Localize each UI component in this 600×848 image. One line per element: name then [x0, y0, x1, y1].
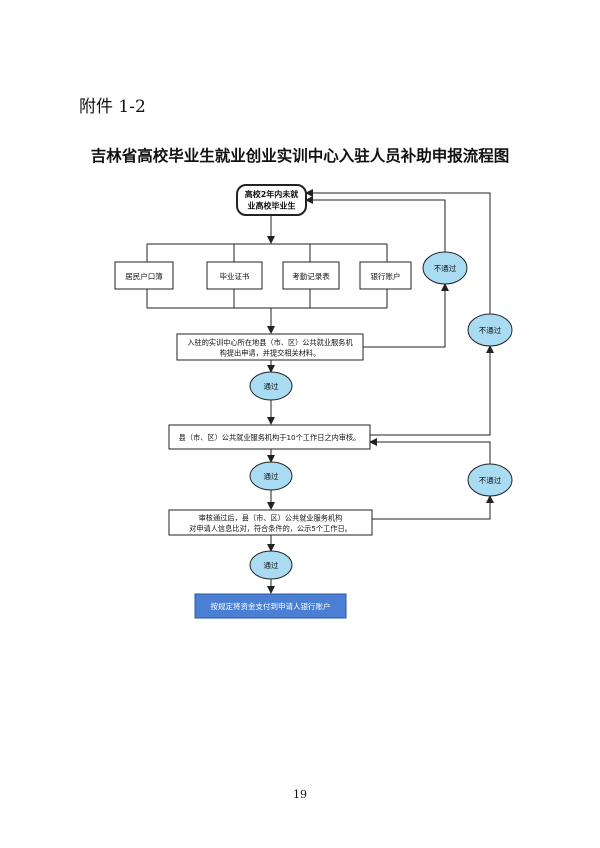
annex-label: 附件 1-2	[79, 97, 146, 117]
doc-box-diploma	[206, 261, 263, 290]
pass-label-1: 通过	[264, 381, 279, 391]
fail-oval-2	[467, 313, 513, 347]
publicize-box-line2: 对申请人信息比对，符合条件的，公示5个工作日。	[189, 524, 352, 533]
fail-label-1: 不通过	[434, 263, 457, 273]
page-number: 19	[293, 788, 307, 801]
start-node-line1: 高校2年内未就	[245, 189, 299, 199]
doc-box-bank-account	[359, 261, 412, 290]
doc-label-bank-account: 银行账户	[371, 271, 401, 281]
doc-box-household-register	[114, 261, 174, 290]
publicize-box	[168, 509, 373, 536]
apply-box-line1: 入驻的实训中心所在地县（市、区）公共就业服务机	[187, 338, 353, 347]
final-box-text: 按规定将资金支付到申请人银行账户	[211, 601, 331, 611]
start-node	[236, 184, 307, 216]
pass-oval-3	[249, 550, 293, 580]
loop-fail-3	[372, 495, 494, 520]
apply-box-line2: 构提出申请，并提交相关材料。	[220, 349, 321, 358]
page-title: 吉林省高校毕业生就业创业实训中心入驻人员补助申报流程图	[90, 147, 510, 165]
doc-label-diploma: 毕业证书	[220, 271, 250, 281]
doc-box-attendance	[282, 261, 340, 290]
review-box	[168, 424, 371, 450]
review-box-text: 县（市、区）公共就业服务机构于10个工作日之内审核。	[179, 433, 361, 442]
loop-fail-2	[370, 345, 494, 436]
pass-oval-2	[249, 461, 293, 491]
fail-oval-3	[467, 463, 513, 497]
fail-label-2: 不通过	[479, 325, 502, 335]
doc-label-household-register: 居民户口簿	[125, 271, 163, 281]
final-box	[194, 593, 347, 619]
loop-fail-1	[363, 283, 449, 348]
fail-oval-1	[422, 251, 468, 285]
doc-label-attendance: 考勤记录表	[292, 271, 330, 281]
pass-oval-1	[249, 371, 293, 401]
pass-label-2: 通过	[264, 471, 279, 481]
pass-label-3: 通过	[264, 560, 279, 570]
publicize-box-line1: 审核通过后，县（市、区）公共就业服务机构	[199, 514, 343, 523]
apply-box	[176, 333, 364, 361]
fail-label-3: 不通过	[479, 475, 502, 485]
start-node-line2: 业高校毕业生	[248, 201, 296, 211]
